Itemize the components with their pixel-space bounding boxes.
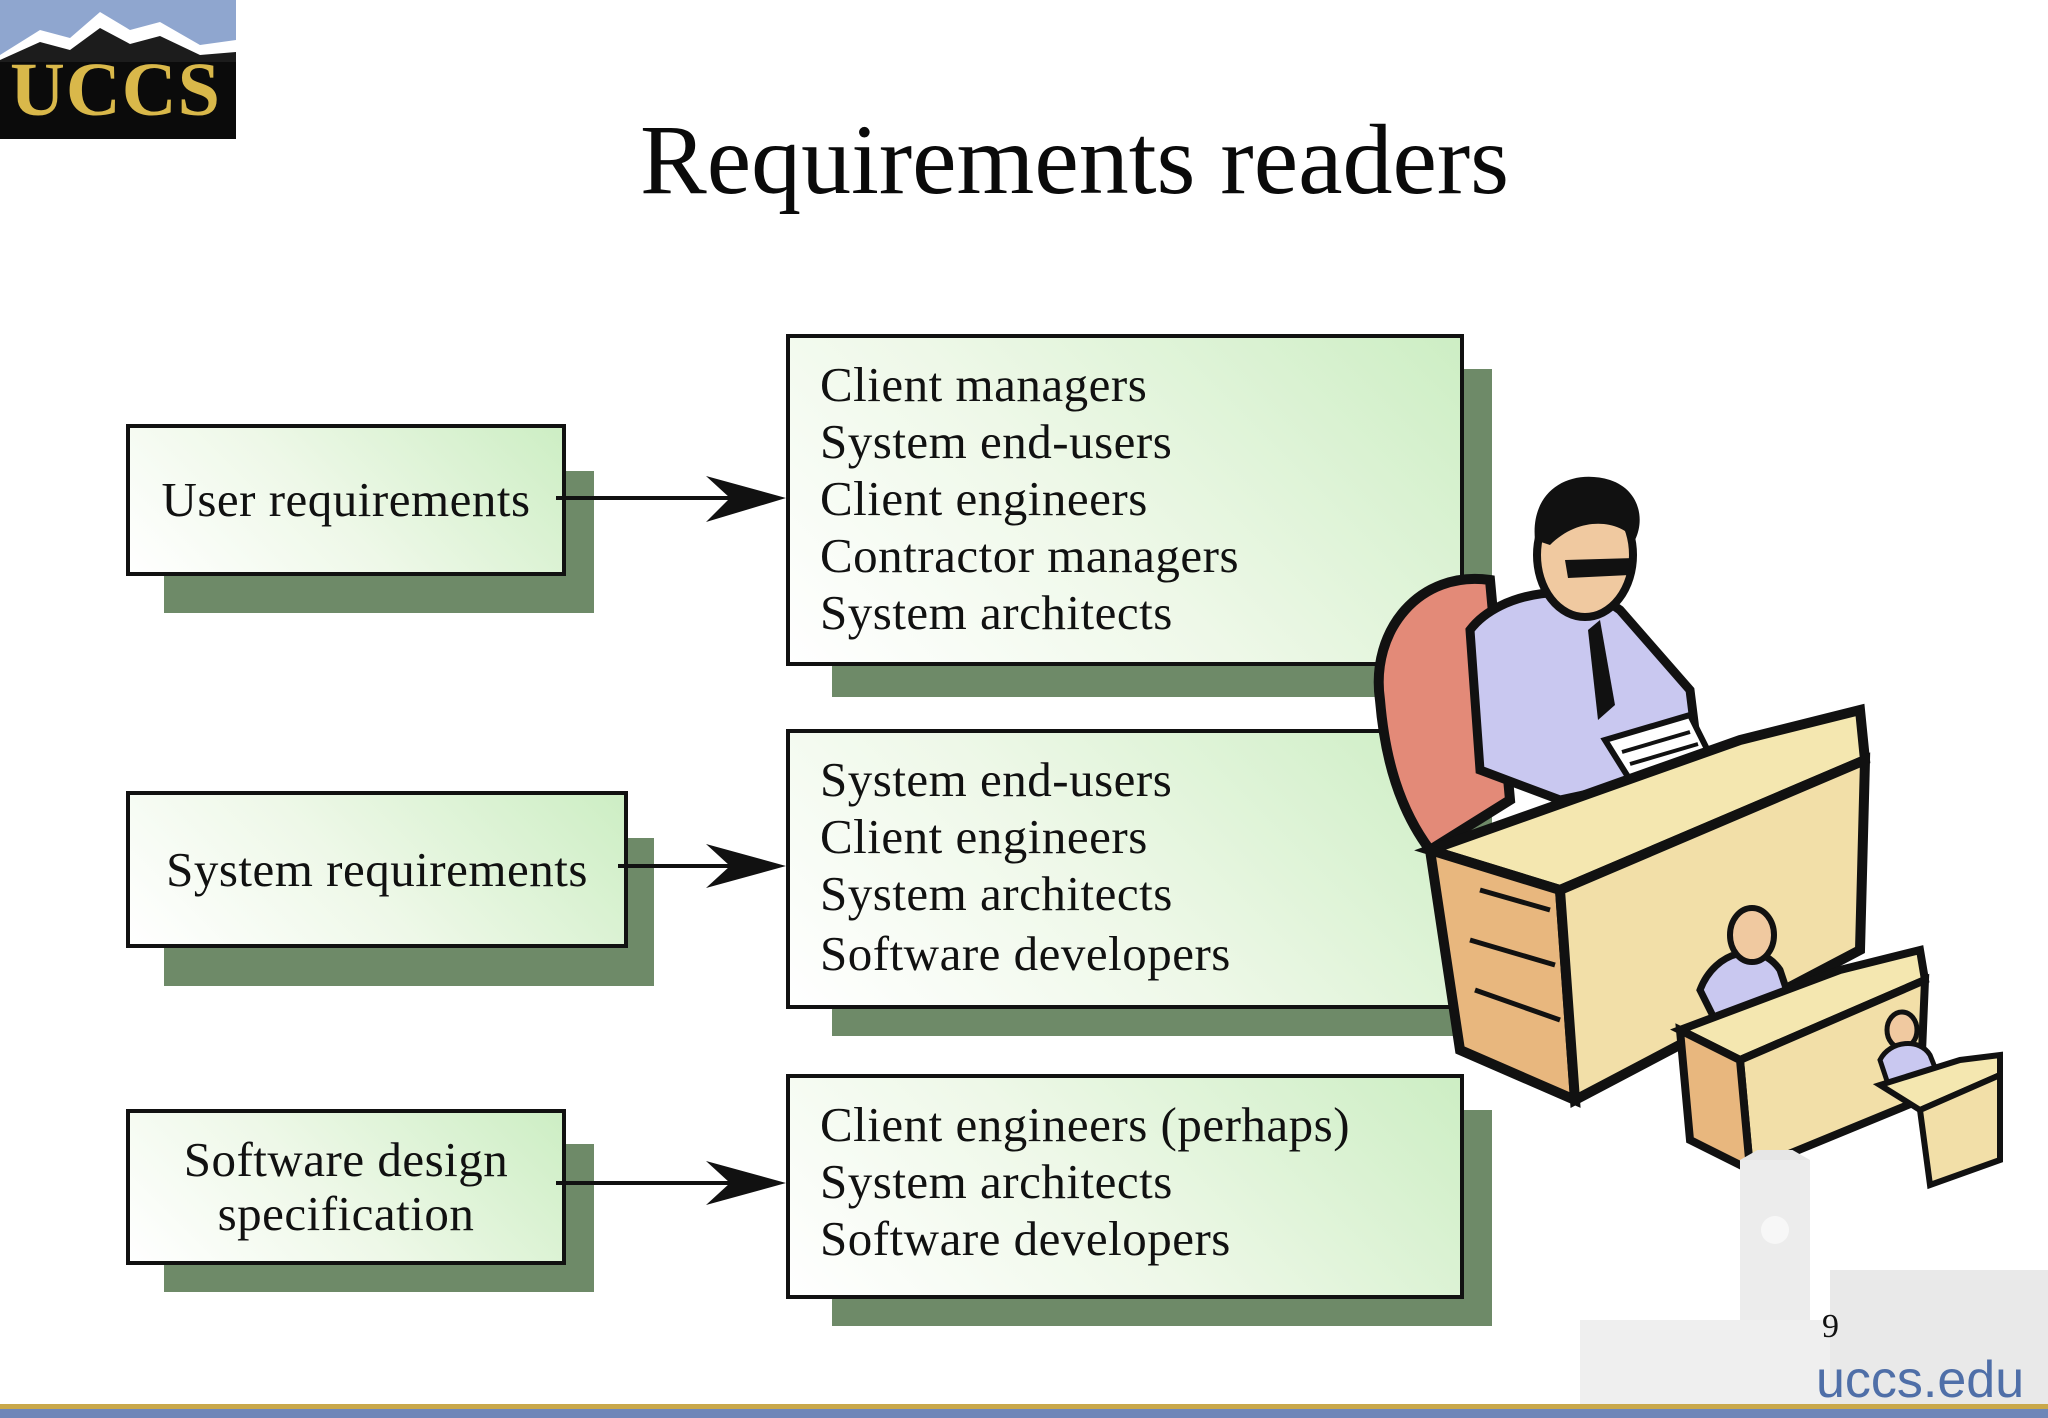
document-box-user-requirements: User requirements bbox=[126, 424, 566, 576]
readers-box-user-requirements: Client managers System end-users Client … bbox=[786, 334, 1464, 666]
reader-item: Contractor managers bbox=[820, 528, 1240, 583]
uccs-logo: UCCS bbox=[0, 0, 236, 139]
reader-item: Client engineers bbox=[820, 471, 1148, 526]
document-label: specification bbox=[217, 1186, 475, 1241]
reader-item: System architects bbox=[820, 585, 1173, 640]
mountain-icon bbox=[0, 0, 236, 62]
reader-item: Client engineers bbox=[820, 809, 1148, 864]
reader-item: Client managers bbox=[820, 357, 1148, 412]
reader-item: System architects bbox=[820, 1154, 1173, 1209]
page-number: 9 bbox=[1822, 1308, 1839, 1345]
reader-item: Software developers bbox=[820, 926, 1231, 981]
readers-box-system-requirements: System end-users Client engineers System… bbox=[786, 729, 1464, 1009]
logo-text: UCCS bbox=[10, 48, 221, 132]
footer-bar bbox=[0, 1404, 2048, 1418]
document-label: System requirements bbox=[166, 841, 588, 897]
document-label: Software design bbox=[183, 1132, 509, 1188]
desk-people-clipart bbox=[1373, 476, 2003, 1190]
reader-item: Client engineers (perhaps) bbox=[820, 1097, 1351, 1152]
readers-box-software-design-specification: Client engineers (perhaps) System archit… bbox=[786, 1074, 1464, 1299]
reader-item: System end-users bbox=[820, 752, 1173, 807]
reader-item: Software developers bbox=[820, 1211, 1231, 1266]
document-box-system-requirements: System requirements bbox=[126, 791, 628, 948]
footer-url: uccs.edu bbox=[1816, 1351, 2025, 1409]
reader-item: System architects bbox=[820, 866, 1173, 921]
campus-watermark bbox=[1580, 1150, 2048, 1404]
document-box-software-design-specification: Software design specification bbox=[126, 1109, 566, 1265]
document-label: User requirements bbox=[161, 472, 531, 528]
reader-item: System end-users bbox=[820, 414, 1173, 469]
page-title: Requirements readers bbox=[640, 104, 1510, 215]
